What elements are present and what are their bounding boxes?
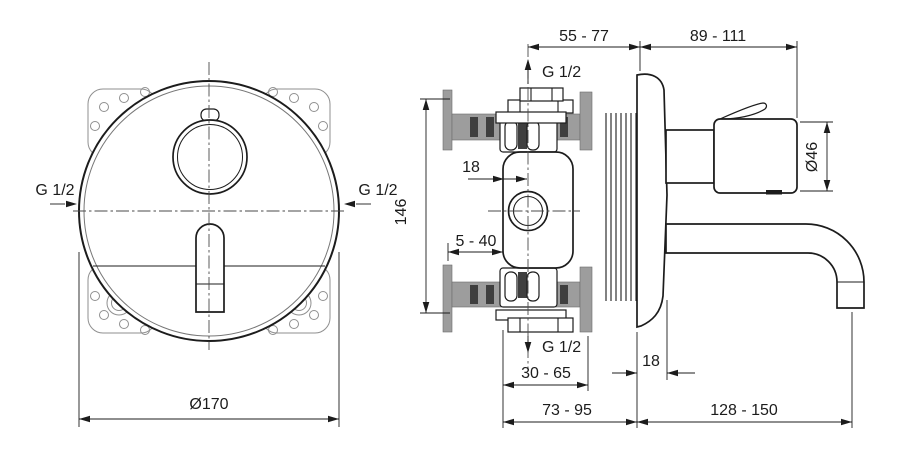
svg-text:30 - 65: 30 - 65 (521, 365, 571, 382)
label-outlet-bottom: G 1/2 (524, 336, 581, 356)
spout-front-body (195, 223, 225, 313)
handle-outer-circle (172, 119, 248, 195)
dimension-89-111: 89 - 111 (639, 28, 798, 118)
front-view: G 1/2 G 1/2 Ø170 (35, 62, 398, 427)
inlet-right-label: G 1/2 (358, 182, 397, 199)
bottom-hex-nut (507, 317, 574, 333)
top-hex-nut (507, 99, 574, 114)
svg-text:G 1/2: G 1/2 (542, 64, 581, 81)
clamp-slot (504, 271, 518, 302)
handle-indicator-mark (766, 190, 782, 195)
spout-front (195, 223, 225, 313)
pipe-fittings (495, 87, 574, 333)
front-inlet-right: G 1/2 (344, 182, 398, 208)
label-inlet-top: G 1/2 (524, 59, 581, 84)
top-nipple (519, 87, 564, 102)
clamp-slot (526, 271, 540, 302)
dimension-18-trim: 18 (612, 300, 695, 380)
handle-front (172, 108, 248, 195)
handle-knob-side (713, 118, 798, 194)
side-view: 55 - 77 89 - 111 G 1/2 146 18 (393, 28, 865, 428)
dimension-73-95: 73 - 95 (503, 332, 638, 428)
valve-body (502, 151, 574, 269)
svg-text:5 - 40: 5 - 40 (456, 233, 497, 250)
dimension-30-65: 30 - 65 (502, 330, 589, 428)
svg-text:73 - 95: 73 - 95 (542, 402, 592, 419)
svg-text:89 - 111: 89 - 111 (690, 28, 746, 45)
dimension-knob-diameter: Ø46 (800, 121, 833, 192)
wall-front-plate-bottom (579, 266, 593, 333)
clamp-slot (504, 120, 518, 151)
svg-text:146: 146 (393, 199, 410, 226)
arrow-down-icon (524, 342, 532, 353)
svg-text:18: 18 (462, 159, 480, 176)
trim-plate-side-profile (636, 73, 668, 329)
front-inlet-left: G 1/2 (35, 182, 77, 208)
clamp-brackets (499, 112, 558, 308)
dimension-128-150: 128 - 150 (637, 312, 853, 428)
inlet-left-label: G 1/2 (35, 182, 74, 199)
svg-text:55 - 77: 55 - 77 (559, 28, 609, 45)
handle-side (665, 102, 798, 195)
inlet-right-arrow-icon (344, 200, 355, 208)
svg-text:128 - 150: 128 - 150 (710, 402, 778, 419)
top-flange (495, 111, 567, 124)
dimension-18-center: 18 (462, 159, 527, 183)
handle-neck (665, 129, 715, 184)
handle-lever-side (719, 102, 768, 120)
arrow-up-icon (524, 59, 532, 70)
spout-side (665, 223, 865, 309)
plate-diameter-text: Ø170 (189, 396, 228, 413)
dimension-5-40: 5 - 40 (447, 233, 503, 261)
dimension-plate-diameter: Ø170 (78, 252, 340, 427)
svg-text:18: 18 (642, 353, 660, 370)
handle-inner-circle (177, 124, 243, 190)
wall-back-plate-bottom (442, 264, 453, 333)
spout-side-body (665, 223, 865, 309)
svg-text:G 1/2: G 1/2 (542, 339, 581, 356)
dimension-146: 146 (393, 98, 450, 314)
wall-front-plate-top (579, 91, 593, 151)
clamp-slot (526, 120, 540, 151)
dimension-55-77: 55 - 77 (528, 28, 640, 51)
threaded-sleeve (605, 113, 637, 301)
svg-text:Ø46: Ø46 (804, 142, 821, 172)
inlet-left-arrow-icon (66, 200, 77, 208)
